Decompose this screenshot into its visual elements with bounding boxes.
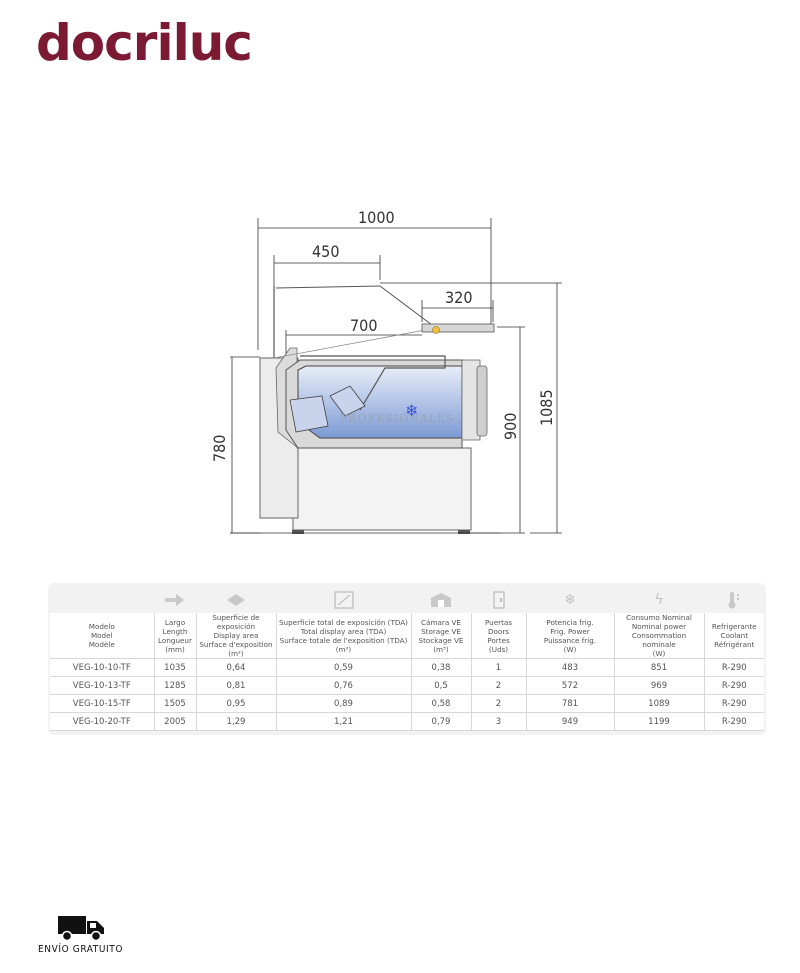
cell-frig-power: 483 [526, 658, 615, 677]
cell-nominal-power: 1199 [614, 712, 705, 731]
header-storage: Cámara VE Storage VE Stockage VE (m³) [411, 613, 472, 659]
cell-total-display-area: 1,21 [276, 712, 412, 731]
cell-frig-power: 949 [526, 712, 615, 731]
spec-table-header-row: Modelo Model Modèle Largo Length Longueu… [50, 613, 764, 659]
cell-storage: 0,79 [411, 712, 472, 731]
dim-label-1085: 1085 [537, 389, 556, 426]
cell-model: VEG-10-10-TF [50, 658, 155, 677]
free-shipping-badge: ENVÍO GRATUITO [38, 914, 128, 955]
truck-icon [58, 916, 104, 942]
cell-coolant: R-290 [704, 712, 764, 731]
cell-length: 1505 [154, 694, 197, 713]
cell-model: VEG-10-15-TF [50, 694, 155, 713]
free-shipping-label: ENVÍO GRATUITO [38, 944, 124, 955]
cell-coolant: R-290 [704, 676, 764, 695]
dim-label-900: 900 [501, 413, 520, 440]
cell-doors: 1 [471, 658, 527, 677]
cell-doors: 2 [471, 694, 527, 713]
cell-display-area: 0,81 [196, 676, 277, 695]
header-length: Largo Length Longueur (mm) [154, 613, 197, 659]
spec-icon-row: ❄ ϟ [50, 587, 764, 613]
cell-frig-power: 572 [526, 676, 615, 695]
table-row: VEG-10-20-TF 2005 1,29 1,21 0,79 3 949 1… [50, 712, 764, 731]
header-nominal-power: Consumo Nominal Nominal power Consommati… [614, 613, 705, 659]
cell-display-area: 0,95 [196, 694, 277, 713]
dim-counter-height: 780 [210, 356, 260, 534]
dim-rear-shelf: 320 [421, 288, 494, 322]
cell-length: 1285 [154, 676, 197, 695]
header-coolant: Refrigerante Coolant Réfrigérant [704, 613, 764, 659]
storage-box-icon [411, 587, 471, 613]
header-doors: Puertas Doors Portes (Uds) [471, 613, 527, 659]
door-icon [471, 587, 526, 613]
table-row: VEG-10-15-TF 1505 0,95 0,89 0,58 2 781 1… [50, 694, 764, 713]
cell-total-display-area: 0,59 [276, 658, 412, 677]
glass-area-icon [276, 587, 411, 613]
cell-doors: 2 [471, 676, 527, 695]
cell-nominal-power: 969 [614, 676, 705, 695]
cell-length: 2005 [154, 712, 197, 731]
arrow-right-icon [154, 587, 196, 613]
model-col-icon-spacer [50, 587, 154, 613]
lightning-icon: ϟ [654, 592, 664, 608]
display-area-icon [196, 587, 276, 613]
thermometer-icon [704, 587, 764, 613]
technical-drawing: 1000 450 320 700 780 900 1085 [210, 208, 562, 534]
table-row: VEG-10-10-TF 1035 0,64 0,59 0,38 1 483 8… [50, 658, 764, 677]
cell-model: VEG-10-20-TF [50, 712, 155, 731]
table-row: VEG-10-13-TF 1285 0,81 0,76 0,5 2 572 96… [50, 676, 764, 695]
snowflake-icon: ❄ [564, 592, 576, 608]
cell-coolant: R-290 [704, 694, 764, 713]
dim-label-780: 780 [210, 435, 229, 462]
dim-label-450: 450 [312, 242, 339, 261]
snowflake-icon: ❄ [405, 401, 418, 420]
cell-length: 1035 [154, 658, 197, 677]
header-model: Modelo Model Modèle [50, 613, 155, 659]
cell-nominal-power: 1089 [614, 694, 705, 713]
cell-frig-power: 781 [526, 694, 615, 713]
brand-logo: docriluc [36, 14, 253, 72]
dim-display-depth: 700 [285, 316, 422, 365]
watermark-text: PROFESIONALES [340, 412, 455, 425]
spec-table: Modelo Model Modèle Largo Length Longueu… [50, 613, 764, 731]
spec-table-container: ❄ ϟ Modelo Model Modèle Largo Length Lon… [48, 583, 766, 735]
cell-storage: 0,38 [411, 658, 472, 677]
dim-work-height: 900 [470, 326, 525, 534]
header-frig-power: Potencia frig. Frig. Power Puissance fri… [526, 613, 615, 659]
cell-nominal-power: 851 [614, 658, 705, 677]
dim-label-320: 320 [445, 288, 472, 307]
cell-doors: 3 [471, 712, 527, 731]
dim-label-700: 700 [350, 316, 377, 335]
header-display-area: Superficie de exposición Display area Su… [196, 613, 277, 659]
cell-display-area: 1,29 [196, 712, 277, 731]
cell-display-area: 0,64 [196, 658, 277, 677]
cell-model: VEG-10-13-TF [50, 676, 155, 695]
cell-storage: 0,58 [411, 694, 472, 713]
cell-coolant: R-290 [704, 658, 764, 677]
cell-storage: 0,5 [411, 676, 472, 695]
display-case-body: PROFESIONALES ❄ [230, 285, 500, 534]
dim-label-1000: 1000 [358, 208, 395, 227]
header-total-display-area: Superficie total de exposición (TDA) Tot… [276, 613, 412, 659]
dim-overall-depth: 1000 [257, 208, 492, 350]
dim-total-height: 1085 [380, 282, 562, 534]
cell-total-display-area: 0,89 [276, 694, 412, 713]
cell-total-display-area: 0,76 [276, 676, 412, 695]
